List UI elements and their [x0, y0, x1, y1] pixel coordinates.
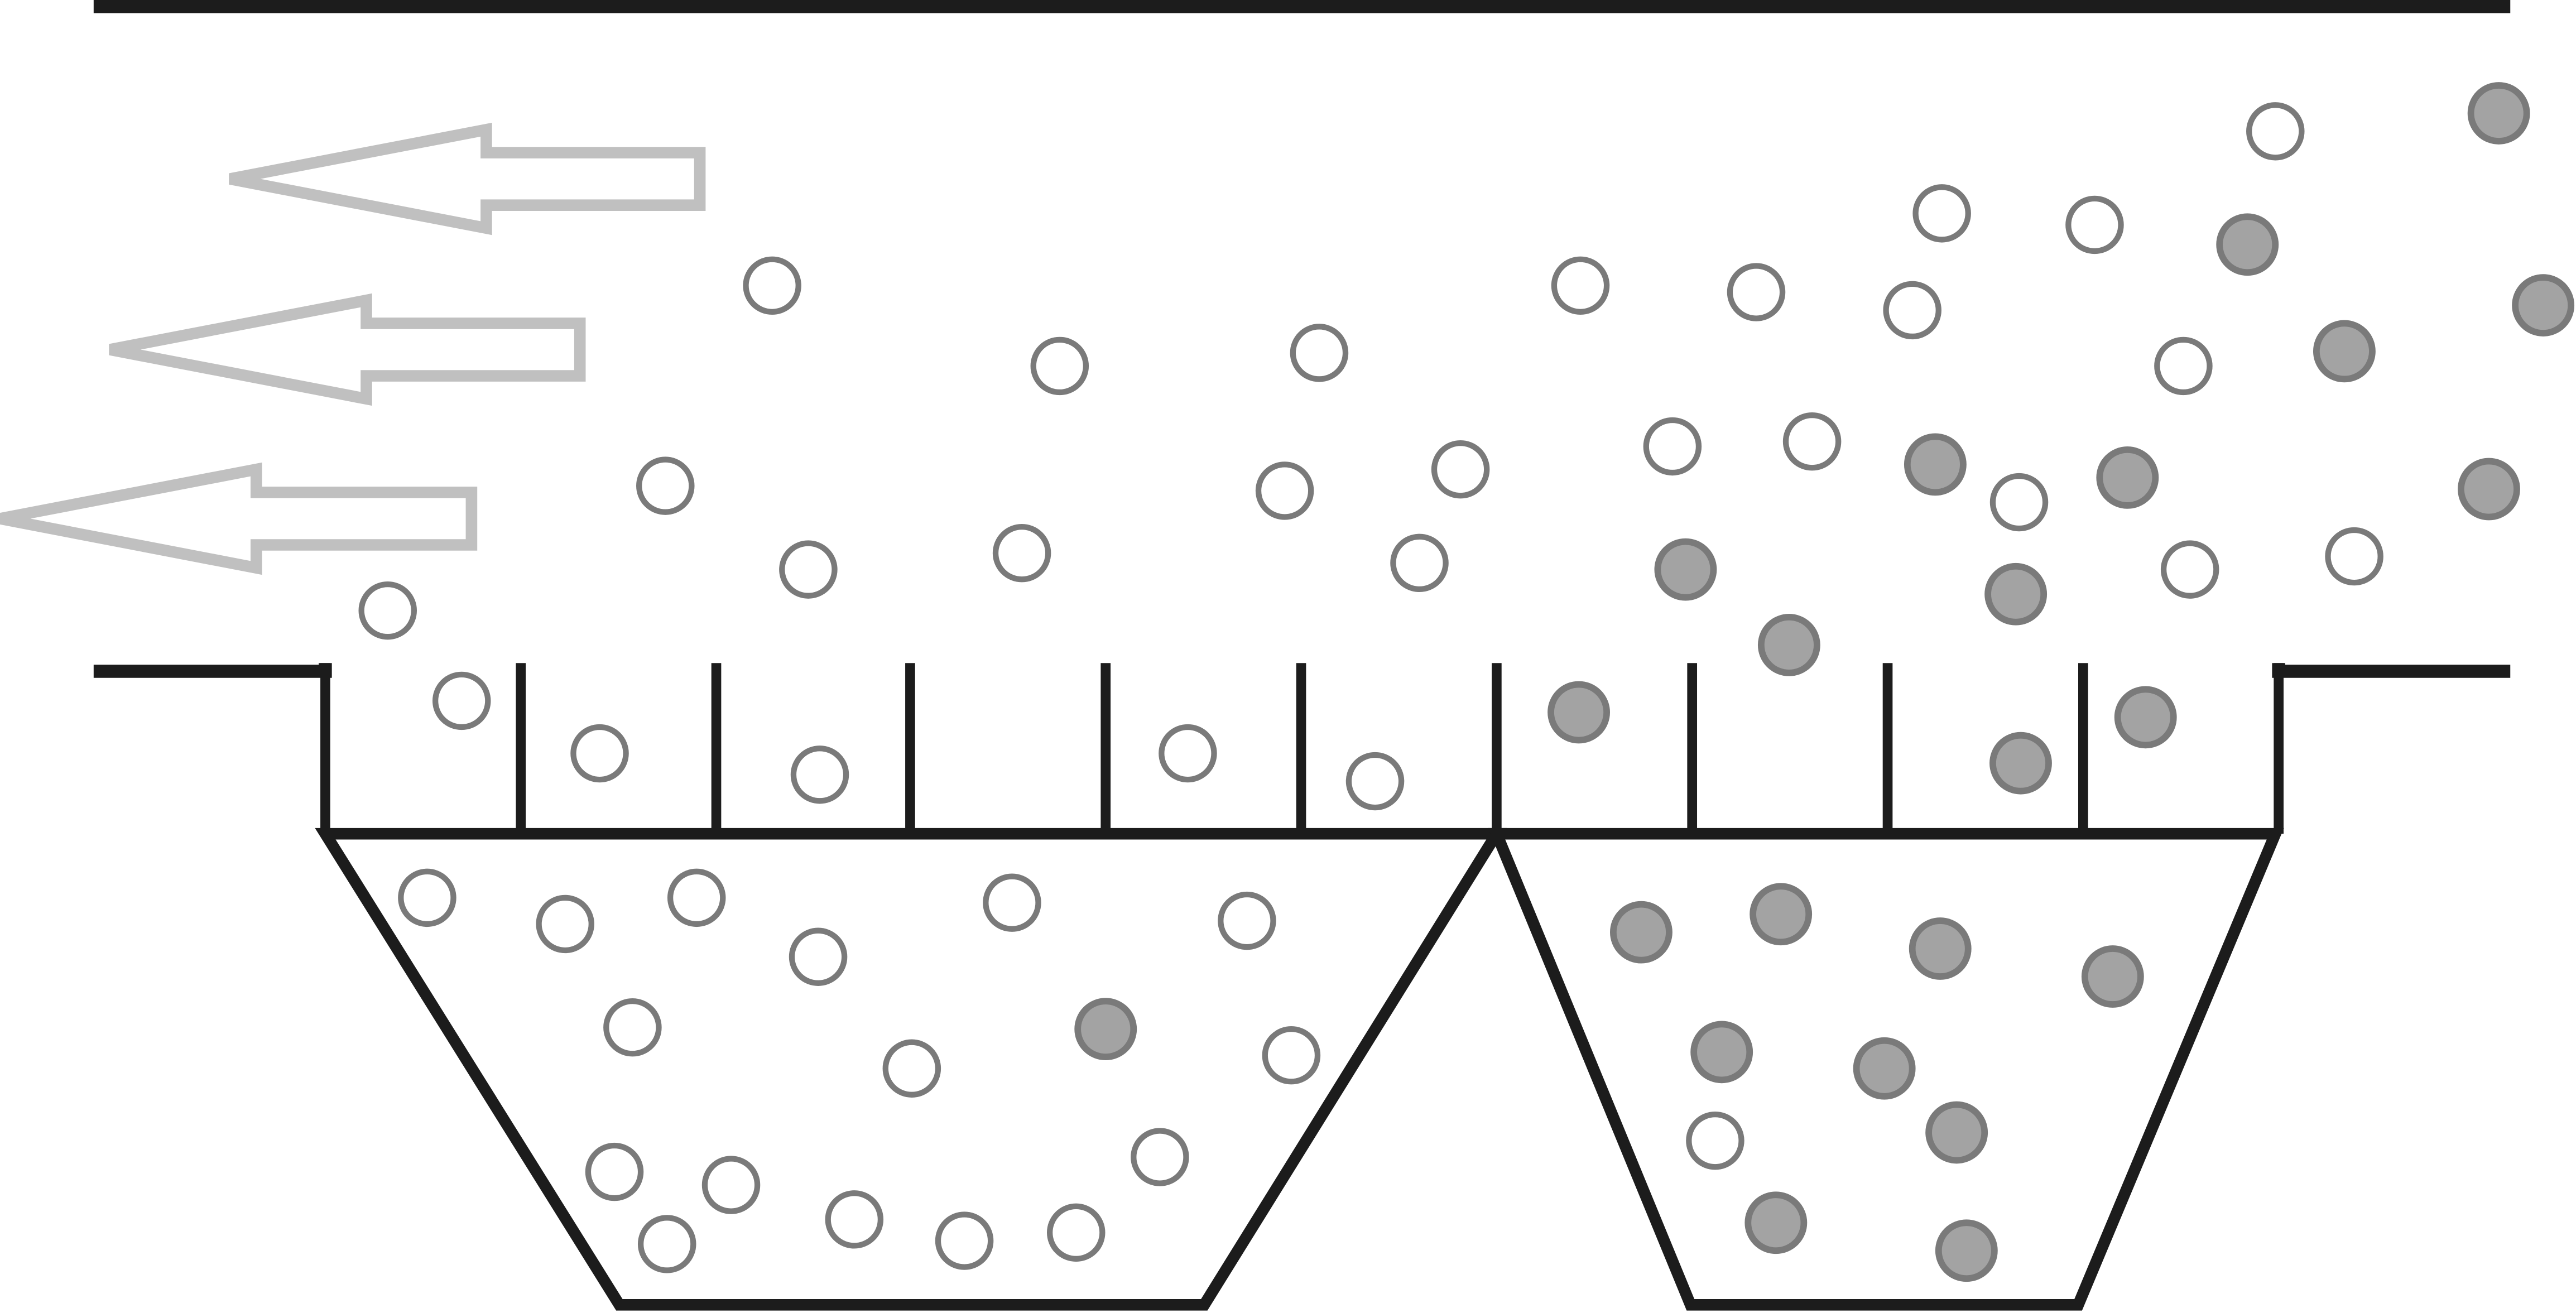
dark-particle: [2114, 686, 2177, 749]
flow-arrow-icon: [109, 293, 586, 406]
light-particle: [1883, 281, 1941, 340]
light-particle: [1159, 724, 1217, 783]
light-particle: [1218, 891, 1276, 950]
light-particle: [882, 1039, 941, 1098]
dark-particle: [2467, 82, 2530, 145]
dark-particle: [2458, 458, 2520, 521]
dark-particle: [1744, 1191, 1808, 1254]
light-particle: [779, 540, 838, 599]
light-particle: [585, 1142, 644, 1201]
channel-bottom-wall-right: [2272, 663, 2511, 678]
light-particle: [667, 868, 726, 927]
dark-particle: [1757, 614, 1820, 676]
light-particle: [2246, 102, 2305, 161]
light-particle: [432, 671, 491, 730]
light-particle: [1255, 461, 1314, 520]
light-particle: [2065, 195, 2124, 254]
dark-particle: [2512, 274, 2575, 336]
light-particle: [789, 927, 848, 986]
dark-particle: [1904, 433, 1967, 496]
dark-particle: [1853, 1037, 1916, 1100]
dark-particle: [1925, 1101, 1988, 1164]
dark-particle: [1909, 917, 1972, 980]
light-particle: [603, 998, 662, 1057]
dark-particle: [1654, 538, 1717, 601]
light-particle: [790, 746, 849, 804]
light-particle: [1989, 473, 2049, 532]
light-particle: [1046, 1203, 1106, 1262]
flow-arrow-icon: [229, 122, 706, 235]
light-particle: [1431, 440, 1490, 499]
light-particle: [570, 724, 629, 783]
light-particle: [2160, 540, 2219, 599]
dark-particle: [2216, 213, 2279, 276]
light-particle: [636, 456, 695, 515]
light-particle: [2325, 527, 2383, 586]
light-particle: [701, 1156, 761, 1214]
light-particle: [1390, 533, 1449, 593]
light-particle: [743, 256, 801, 315]
flow-arrow-icon: [0, 462, 478, 575]
light-particle: [2154, 336, 2213, 396]
light-particle: [1643, 417, 1702, 476]
dark-particle: [2313, 320, 2376, 383]
light-particle: [1030, 336, 1089, 396]
flow-arrows: [0, 122, 706, 575]
light-particle: [992, 523, 1051, 583]
light-particle: [1912, 184, 1971, 243]
light-particle: [1782, 412, 1842, 471]
dark-particle: [2081, 945, 2144, 1008]
light-particle: [1290, 324, 1349, 382]
collector: [315, 663, 2284, 1311]
light-particle: [825, 1190, 884, 1249]
light-particle: [358, 581, 417, 640]
light-particle: [1686, 1111, 1744, 1170]
light-particle: [1131, 1128, 1189, 1186]
dark-particle: [1984, 562, 2048, 626]
dark-particle: [1935, 1219, 1998, 1282]
dark-particle: [1074, 998, 1137, 1061]
particles: [358, 82, 2575, 1282]
light-particle: [1551, 256, 1610, 315]
light-particle: [1262, 1026, 1321, 1085]
light-particle: [398, 868, 456, 927]
light-particle: [983, 873, 1041, 932]
light-particle: [637, 1215, 696, 1273]
right-hopper: [1488, 828, 2284, 1311]
dark-particle: [1547, 681, 1610, 744]
dark-particle: [2096, 446, 2159, 509]
dark-particle: [1690, 1021, 1753, 1084]
channel-bottom-wall-left: [93, 663, 332, 678]
light-particle: [1727, 263, 1786, 321]
dark-particle: [1989, 732, 2052, 795]
dark-particle: [1750, 883, 1813, 946]
light-particle: [536, 894, 594, 954]
light-particle: [1345, 752, 1405, 811]
left-hopper: [315, 828, 1507, 1311]
light-particle: [935, 1211, 994, 1270]
dark-particle: [1609, 901, 1673, 964]
